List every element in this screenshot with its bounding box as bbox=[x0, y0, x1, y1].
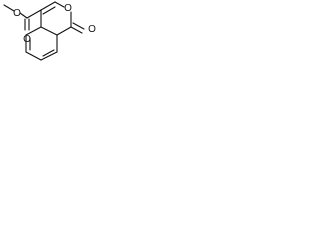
bond-c7-c8 bbox=[40, 51, 58, 61]
bond-layer bbox=[3, 1, 85, 61]
bond-c4-c3-double bbox=[42, 6, 56, 15]
bond-o-ester-carbon bbox=[19, 12, 28, 19]
bond-c4a-c8a bbox=[40, 26, 58, 36]
bond-c4a-c5 bbox=[25, 26, 42, 36]
atom-label-ring-o: O bbox=[64, 3, 72, 14]
bond-c4-c3 bbox=[40, 1, 56, 11]
atom-label-ester-methoxy-o: O bbox=[13, 8, 21, 19]
bond-c7-c8-double bbox=[42, 49, 55, 57]
bond-c6-c7 bbox=[25, 51, 42, 61]
atom-label-layer: O O O O bbox=[13, 3, 96, 45]
atom-label-ester-carbonyl-o: O bbox=[23, 34, 31, 45]
bond-methyl-o bbox=[3, 4, 15, 12]
chemical-structure-diagram: O O O O bbox=[3, 1, 96, 61]
bond-lactone-carbonyl-2 bbox=[72, 22, 85, 30]
bond-c3-oring bbox=[54, 1, 65, 8]
atom-label-lactone-carbonyl-o: O bbox=[88, 24, 96, 35]
bond-c1-c8a bbox=[56, 26, 72, 36]
bond-ester-to-ring bbox=[26, 9, 42, 19]
bond-lactone-carbonyl-1 bbox=[70, 26, 83, 34]
